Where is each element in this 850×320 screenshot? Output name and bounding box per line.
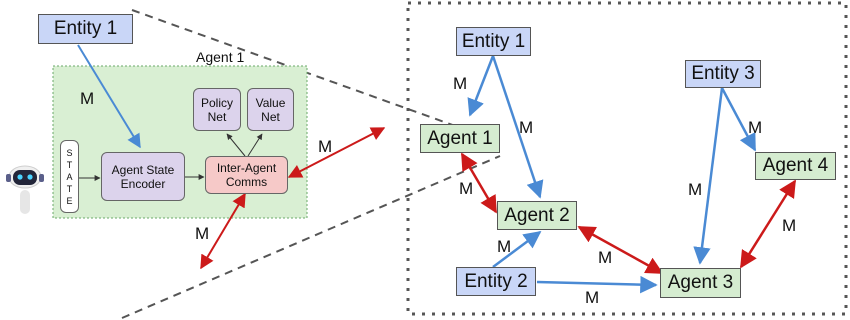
edge-label-e3-a3: M <box>688 180 703 199</box>
agent-1-node: Agent 1 <box>420 124 500 153</box>
arrow-comms-bottom <box>200 192 246 270</box>
edge-label-a3-a4: M <box>782 216 797 235</box>
edge-label-a2-a3: M <box>598 248 613 267</box>
edge-label-e1-a1: M <box>453 74 468 93</box>
value-net-box: Value Net <box>247 88 294 131</box>
arrow-comms-value <box>247 133 263 157</box>
edge-label-entity-encoder: M <box>80 89 95 108</box>
arrow-e2-a2 <box>492 230 542 269</box>
zoom-line-bottom <box>121 155 501 319</box>
entity-1-box: Entity 1 <box>38 14 133 44</box>
arrow-e1-a2 <box>491 55 544 199</box>
inter-agent-comms-box: Inter-Agent Comms <box>205 156 288 194</box>
edge-label-comms-bottom: M <box>195 224 210 243</box>
entity-3-node: Entity 3 <box>685 60 761 88</box>
robot-icon <box>6 165 44 214</box>
arrow-e2-a3 <box>536 275 658 294</box>
arrow-e3-a4 <box>720 87 757 152</box>
edge-label-e1-a2: M <box>519 118 534 137</box>
entity-2-node: Entity 2 <box>456 267 536 296</box>
edge-label-a1-a2: M <box>459 179 474 198</box>
arrow-comms-policy <box>226 133 246 157</box>
agent-state-encoder-box: Agent State Encoder <box>101 152 185 201</box>
edge-label-e2-a3: M <box>585 288 600 307</box>
agent-2-node: Agent 2 <box>497 201 577 230</box>
agent-3-node: Agent 3 <box>660 268 741 298</box>
arrow-a2-a3 <box>577 225 664 275</box>
edge-label-e2-a2: M <box>497 237 512 256</box>
arrow-entity-encoder <box>77 44 141 149</box>
agent-panel-title: Agent 1 <box>196 49 245 65</box>
state-box: S T A T E <box>60 140 79 213</box>
edge-label-comms-right: M <box>318 137 333 156</box>
zoom-line-top <box>131 9 501 143</box>
arrow-e1-a1 <box>467 55 495 117</box>
zoom-region-border <box>406 1 848 316</box>
agent-4-node: Agent 4 <box>755 152 836 180</box>
arrow-comms-right <box>287 127 386 178</box>
entity-1-node: Entity 1 <box>456 27 531 56</box>
arrow-a1-a2 <box>460 152 498 214</box>
arrow-a3-a4 <box>739 179 797 269</box>
edge-label-e3-a4: M <box>748 118 763 137</box>
arrow-e3-a3 <box>693 87 724 265</box>
policy-net-box: Policy Net <box>193 88 241 131</box>
